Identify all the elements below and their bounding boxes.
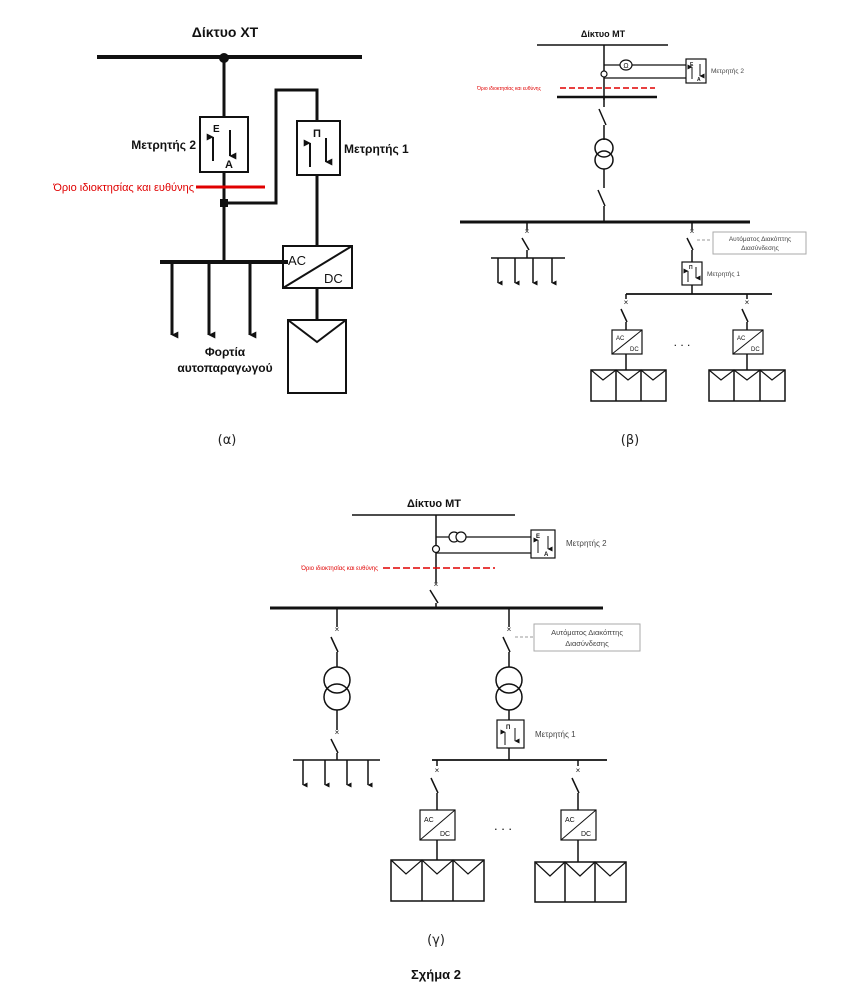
ownership-boundary-label: Όριο ιδιοκτησίας και ευθύνης xyxy=(476,85,542,92)
breaker-icon xyxy=(430,777,439,794)
meter-1-top-letter: Π xyxy=(313,128,321,140)
inverter-dc-label: DC xyxy=(324,271,343,286)
meter-1-box xyxy=(496,719,525,749)
meter-2-label: Μετρητής 2 xyxy=(566,539,607,548)
pv-array-icon xyxy=(534,861,627,903)
pv-panel-icon xyxy=(287,319,347,394)
diagram-c: Δίκτυο ΜΤ Ε Α Μετρητής 2 Όριο ιδιοκτησία… xyxy=(270,498,641,948)
diagram-a: Δίκτυο ΧΤ Ε Α Μετρητής 2 Όριο ιδιοκτησία… xyxy=(52,24,409,448)
meter-2-box xyxy=(685,58,707,84)
loads-label-line-1: Φορτία xyxy=(205,345,246,359)
inverter-ac-label: AC xyxy=(737,336,746,342)
inverter-dc-label: DC xyxy=(751,347,760,353)
connection-node xyxy=(431,544,441,554)
transformer-icon xyxy=(495,666,523,711)
meter-2-top-letter: Ε xyxy=(213,124,220,135)
inverter-ac-label: AC xyxy=(616,336,625,342)
meter-2-bottom-letter: Α xyxy=(544,552,549,558)
breaker-icon xyxy=(521,237,530,251)
svg-text:×: × xyxy=(335,625,340,634)
grid-label-lv: Δίκτυο ΧΤ xyxy=(192,24,259,40)
pv-feeder xyxy=(224,88,319,205)
breaker-icon xyxy=(330,738,339,754)
breaker-callout xyxy=(533,623,641,652)
ellipsis: . . . xyxy=(494,818,512,833)
disconnector-icon xyxy=(598,108,607,126)
breaker-icon xyxy=(741,308,749,323)
inverter-ac-label: AC xyxy=(424,817,434,824)
meter-2-box xyxy=(530,529,556,559)
inverter-ac-label: AC xyxy=(565,817,575,824)
ct-symbol: Ω xyxy=(623,63,628,70)
breaker-callout-line-2: Διασύνδεσης xyxy=(741,244,779,252)
svg-text:×: × xyxy=(435,766,440,775)
meter-1-label: Μετρητής 1 xyxy=(344,142,409,156)
figure-title: Σχήμα 2 xyxy=(411,967,461,982)
breaker-icon xyxy=(571,777,580,794)
svg-text:×: × xyxy=(576,766,581,775)
pv-array-icon xyxy=(590,369,667,402)
transformer-icon xyxy=(323,666,351,711)
disconnector-icon xyxy=(597,189,606,207)
breaker-callout-line-1: Αυτόματος Διακόπτης xyxy=(729,235,791,243)
grid-label-mv: Δίκτυο ΜΤ xyxy=(407,498,461,510)
pv-array-icon xyxy=(390,859,485,902)
grid-label-mv: Δίκτυο ΜΤ xyxy=(581,29,626,39)
current-transformer-icon xyxy=(619,59,633,71)
caption-b: (β) xyxy=(621,433,639,448)
inverter-ac-label: AC xyxy=(288,253,306,268)
inverter-dc-label: DC xyxy=(581,831,591,838)
breaker-icon xyxy=(620,308,628,323)
inverter-dc-label: DC xyxy=(440,831,450,838)
ellipsis: . . . xyxy=(674,335,691,349)
pv-array-icon xyxy=(708,369,786,402)
meter-1-top-letter: Π xyxy=(506,725,510,731)
breaker-callout-line-2: Διασύνδεσης xyxy=(565,639,609,648)
loads-label-line-2: αυτοπαραγωγού xyxy=(177,361,272,375)
inverter-dc-label: DC xyxy=(630,347,639,353)
caption-c: (γ) xyxy=(427,933,445,948)
ownership-boundary-label: Όριο ιδιοκτησίας και ευθύνης xyxy=(52,182,194,194)
breaker-icon xyxy=(330,636,339,653)
meter-2-top-letter: Ε xyxy=(536,534,540,540)
breaker-icon xyxy=(429,589,439,604)
meter-2-bottom-letter: Α xyxy=(225,159,233,171)
meter-1-label: Μετρητής 1 xyxy=(535,730,576,739)
meter-2-bottom-letter: Α xyxy=(697,77,701,83)
meter-1-label: Μετρητής 1 xyxy=(707,271,740,278)
svg-text:×: × xyxy=(690,227,695,236)
meter-2-label: Μετρητής 2 xyxy=(711,68,744,75)
transformer-icon xyxy=(594,138,614,170)
meter-1-top-letter: Π xyxy=(689,265,693,271)
svg-text:×: × xyxy=(624,298,629,307)
svg-text:×: × xyxy=(507,625,512,634)
interconnection-breaker-icon xyxy=(686,237,694,251)
ownership-boundary-label: Όριο ιδιοκτησίας και ευθύνης xyxy=(300,566,378,572)
svg-text:×: × xyxy=(745,298,750,307)
meter-1-box xyxy=(296,120,341,176)
breaker-callout-line-1: Αυτόματος Διακόπτης xyxy=(551,628,623,637)
current-transformer-icon xyxy=(448,531,467,543)
svg-text:×: × xyxy=(335,728,340,737)
diagram-b: Δίκτυο ΜΤ Ω Ε Α Μετρητής 2 Όριο ιδιοκτησ… xyxy=(460,29,807,448)
breaker-callout xyxy=(712,231,807,255)
svg-text:×: × xyxy=(434,580,439,589)
connection-node xyxy=(600,70,608,78)
meter-2-label: Μετρητής 2 xyxy=(131,138,196,152)
interconnection-breaker-icon xyxy=(502,636,511,653)
svg-text:×: × xyxy=(525,227,530,236)
caption-a: (α) xyxy=(218,433,237,448)
meter-2-box xyxy=(199,116,249,173)
